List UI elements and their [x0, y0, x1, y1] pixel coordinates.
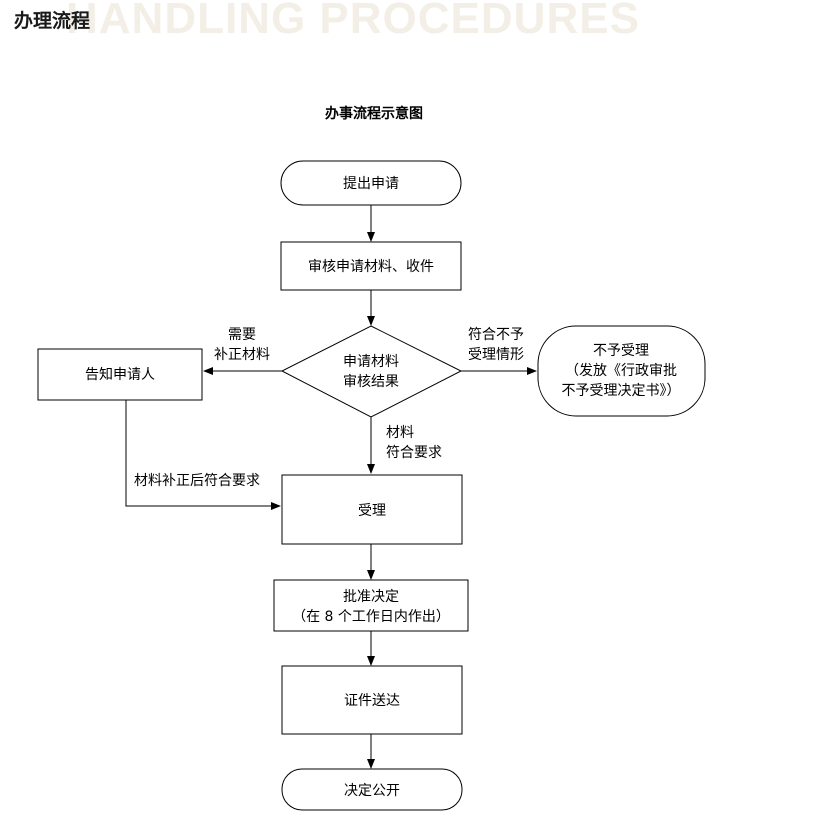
- edge-need-label-2: 补正材料: [214, 347, 270, 363]
- node-deliver-label: 证件送达: [344, 693, 400, 709]
- node-submit-label: 提出申请: [343, 176, 399, 192]
- node-accept-shape: [281, 474, 463, 545]
- node-decision-label-1: 申请材料: [343, 354, 399, 370]
- node-publish-shape: [281, 768, 463, 811]
- node-notify-label: 告知申请人: [85, 366, 155, 383]
- node-deliver-shape: [281, 665, 463, 735]
- node-submit-shape: [280, 160, 462, 206]
- edge-need-label-1: 需要: [228, 327, 256, 343]
- node-reject-label-1: 不予受理: [593, 343, 649, 359]
- node-accept-label: 受理: [358, 503, 386, 519]
- edge-ok-label-1: 材料: [386, 425, 414, 441]
- header-watermark: HANDLING PROCEDURES: [66, 0, 640, 43]
- node-publish-label: 决定公开: [344, 783, 400, 799]
- node-decision-shape: [280, 325, 463, 418]
- node-labels: 提出申请 审核申请材料、收件 申请材料 审核结果 告知申请人 不予受理 （发放《…: [85, 176, 681, 799]
- node-reject-shape: [537, 325, 706, 417]
- page-header: HANDLING PROCEDURES 办理流程: [0, 0, 818, 44]
- edge-reject-label-1: 符合不予: [468, 327, 524, 343]
- node-approve-shape: [273, 579, 469, 632]
- edge-labels: 需要 补正材料 符合不予 受理情形 材料 符合要求 材料补正后符合要求: [134, 327, 524, 489]
- node-review-label: 审核申请材料、收件: [308, 259, 434, 275]
- edge-notify-accept: [125, 400, 281, 510]
- node-reject-label-2: （发放《行政审批: [565, 363, 677, 379]
- node-shapes: [37, 160, 706, 811]
- edge-corrected-label: 材料补正后符合要求: [134, 473, 260, 489]
- edge-reject-label-2: 受理情形: [468, 347, 524, 363]
- node-reject-label-3: 不予受理决定书》）: [562, 383, 681, 399]
- node-notify-shape: [37, 348, 203, 401]
- node-approve-label-1: 批准决定: [343, 589, 399, 605]
- node-decision-label-2: 审核结果: [343, 374, 399, 390]
- edges: [125, 205, 537, 769]
- edge-ok-label-2: 符合要求: [386, 445, 442, 461]
- page-title: 办理流程: [14, 10, 91, 32]
- diagram-title: 办事流程示意图: [325, 106, 423, 122]
- node-approve-label-2: （在 8 个工作日内作出）: [292, 609, 450, 625]
- node-review-shape: [280, 241, 462, 291]
